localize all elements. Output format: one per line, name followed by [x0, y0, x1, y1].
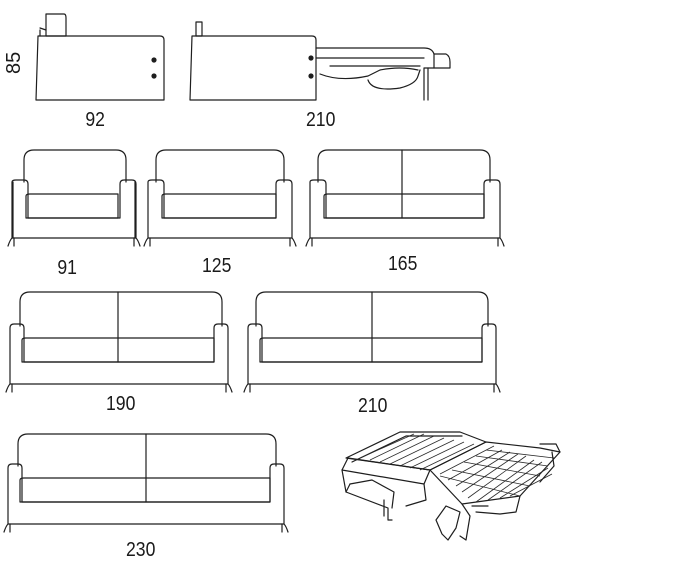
- front-view-230: [3, 433, 289, 533]
- width-125-label: 125: [202, 255, 232, 277]
- front-view-91: [7, 149, 141, 247]
- width-230-label: 230: [126, 539, 156, 561]
- side-view-open: [189, 21, 451, 101]
- side-open-depth-label: 210: [306, 109, 336, 131]
- front-view-165: [305, 149, 505, 247]
- front-view-210: [243, 291, 501, 393]
- width-210-label: 210: [358, 395, 388, 417]
- front-view-125: [143, 149, 297, 247]
- width-165-label: 165: [388, 253, 418, 275]
- side-depth-label: 92: [85, 109, 105, 131]
- bed-mechanism-perspective: [341, 431, 561, 541]
- side-view-closed: [35, 13, 165, 101]
- front-view-190: [5, 291, 233, 393]
- width-91-label: 91: [57, 257, 77, 279]
- side-height-label: 85: [3, 51, 25, 74]
- width-190-label: 190: [106, 393, 136, 415]
